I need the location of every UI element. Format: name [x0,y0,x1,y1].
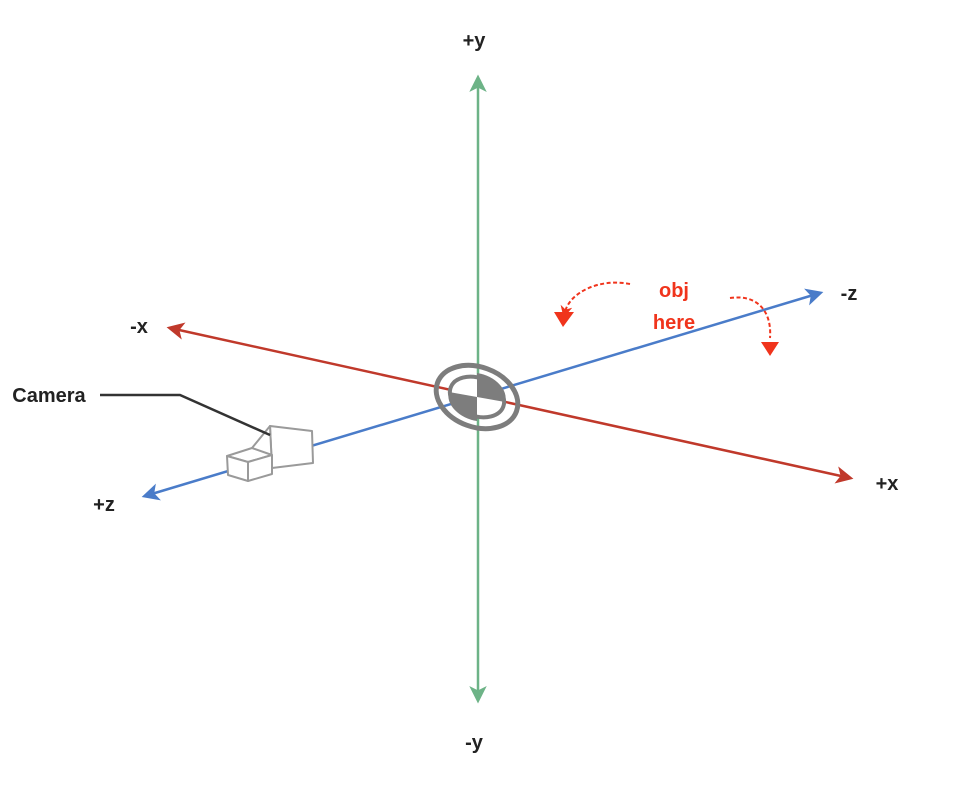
camera-callout-line [100,393,271,437]
axis-label-y-pos: +y [463,30,487,52]
annotation-arrow-right-icon [729,296,772,339]
origin-marker-icon [433,362,521,432]
annotation-arrow-left-icon [560,281,631,318]
annotation-arrowhead-left [554,312,574,327]
axis-label-z-neg: -z [841,283,858,305]
camera-label: Camera [12,385,86,407]
annotation-line-1: obj [659,280,689,302]
axis-label-z-pos: +z [93,494,115,516]
annotation-arrowhead-right [761,342,779,356]
axis-label-x-neg: -x [130,316,148,338]
axis-label-y-neg: -y [465,732,484,754]
annotation-line-2: here [653,312,695,334]
axis-label-x-pos: +x [876,473,899,495]
